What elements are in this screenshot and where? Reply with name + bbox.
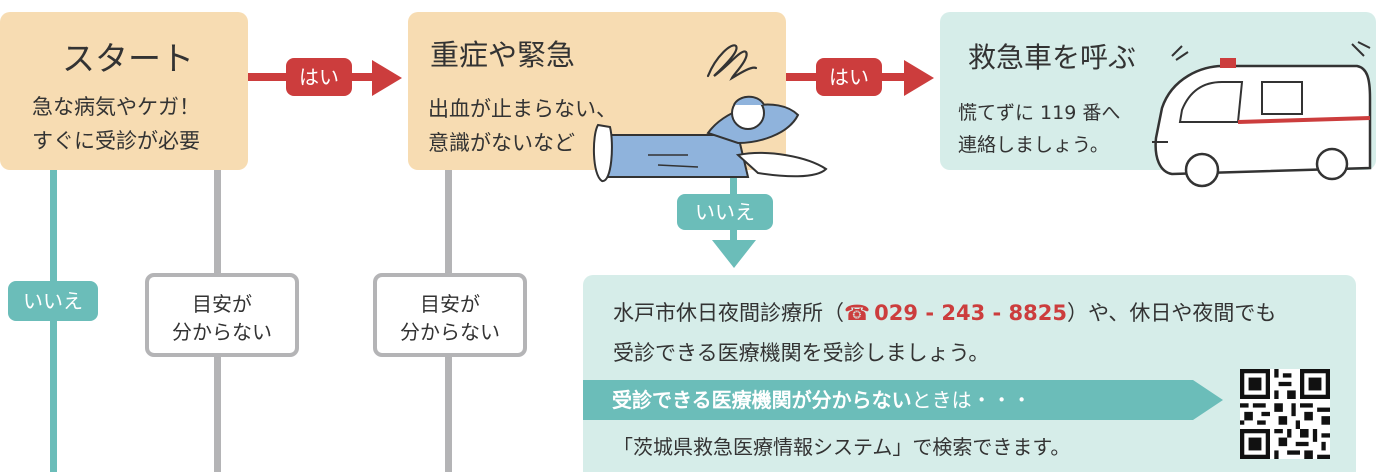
ambulance-title: 救急車を呼ぶ [968, 41, 1137, 74]
no-label-center: いいえ [677, 194, 773, 230]
unsure-box-2-line1: 目安が [420, 292, 480, 316]
phone-number: 029 - 243 - 8825 [874, 301, 1067, 325]
yes-label-1: はい [286, 58, 352, 96]
banner-rest: ときは・・・ [911, 388, 1032, 412]
info-line3: 「茨城県救急医療情報システム」で検索できます。 [613, 435, 1071, 459]
severe-line1: 出血が止まらない、 [428, 97, 617, 121]
info-post-phone: ）や、休日や夜間でも [1066, 301, 1277, 325]
info-line2: 受診できる医療機関を受診しましょう。 [613, 341, 990, 365]
unsure-box-1: 目安が 分からない [145, 273, 299, 357]
ambulance-line2: 連絡しましょう。 [958, 134, 1109, 156]
severe-title: 重症や緊急 [430, 38, 576, 72]
info-box: 水戸市休日夜間診療所（☎029 - 243 - 8825）や、休日や夜間でも 受… [583, 275, 1356, 472]
severe-line2: 意識がないなど [428, 131, 575, 155]
info-pre-phone: 水戸市休日夜間診療所（ [613, 301, 844, 325]
start-title: スタート [62, 39, 194, 78]
unsure-box-2: 目安が 分からない [373, 273, 527, 357]
info-banner [583, 380, 1223, 420]
info-line1: 水戸市休日夜間診療所（☎029 - 243 - 8825）や、休日や夜間でも [613, 293, 1276, 333]
unsure-box-2-line2: 分からない [400, 320, 500, 344]
start-line2: すぐに受診が必要 [32, 129, 200, 153]
ambulance-line1: 慌てずに 119 番へ [958, 102, 1121, 124]
no-label-left: いいえ [8, 281, 98, 321]
banner-bold: 受診できる医療機関が分からない [612, 388, 912, 412]
scribble-icon [706, 44, 758, 81]
right-arrow-icon [904, 60, 934, 96]
phone-icon: ☎ [844, 301, 871, 325]
fallen-person-illustration [592, 95, 828, 182]
down-arrow-icon [712, 240, 756, 268]
ambulance-illustration [1152, 41, 1372, 188]
yes-arrow-2: はい [786, 58, 940, 98]
yes-label-2: はい [816, 58, 882, 96]
start-box: スタート 急な病気やケガ！ すぐに受診が必要 [0, 12, 248, 170]
yes-arrow-1: はい [248, 58, 408, 98]
qr-code[interactable] [1240, 369, 1330, 459]
unsure-box-1-line2: 分からない [172, 320, 272, 344]
start-line1: 急な病気やケガ！ [32, 95, 200, 119]
unsure-box-1-line1: 目安が [192, 292, 252, 316]
banner-text: 受診できる医療機関が分からないときは・・・ [612, 380, 1032, 420]
right-arrow-icon [372, 60, 402, 96]
